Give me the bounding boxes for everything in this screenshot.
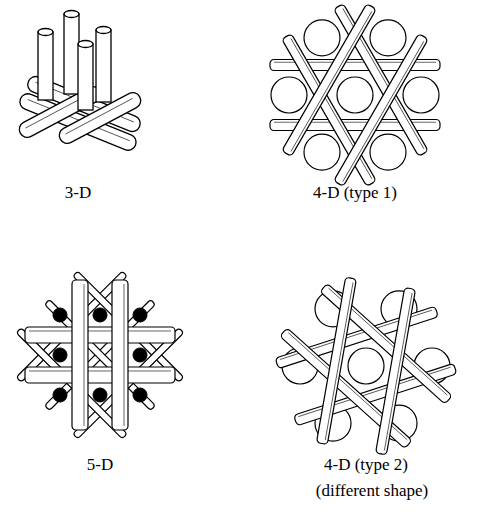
axial-fiber (337, 77, 373, 113)
rod-shade (384, 293, 412, 451)
axial-fiber-dot (133, 388, 147, 402)
axial-fiber (370, 134, 406, 170)
axial-fiber-dot (93, 308, 107, 322)
rod-body (44, 299, 155, 410)
figure-label: 4-D (type 2) (324, 456, 408, 475)
axial-fiber-dot (93, 388, 107, 402)
figure-label: 5-D (87, 456, 113, 475)
five-d-preform (16, 271, 184, 439)
fiber-rod (44, 299, 155, 410)
rod-body (282, 34, 377, 187)
fiber-rod (316, 277, 356, 444)
axial-fiber (348, 348, 384, 384)
rod-shade (124, 284, 125, 426)
axial-fiber-dot (53, 308, 67, 322)
axial-fiber-dot (133, 348, 147, 362)
figure-label: 4-D (type 1) (313, 184, 397, 203)
three-d-preform (17, 11, 144, 153)
rod-body (376, 288, 416, 455)
four-d-preform-type-2 (275, 277, 457, 455)
rod-body (316, 277, 356, 444)
rod-shade (291, 11, 372, 151)
rod-shade (84, 284, 85, 426)
rod-body (72, 280, 88, 430)
axial-fiber (403, 77, 439, 113)
fiber-rod (72, 280, 88, 430)
rod-body (25, 327, 175, 343)
axial-fiber (304, 134, 340, 170)
axial-fiber-dot (53, 388, 67, 402)
rod-body (112, 280, 128, 430)
rod-body (44, 299, 155, 410)
axial-fiber-dot (133, 308, 147, 322)
fiber-rod (25, 367, 175, 383)
fiber-rod (112, 280, 128, 430)
figure-label: (different shape) (316, 482, 429, 501)
fiber-rod (44, 299, 155, 410)
axial-fiber (370, 20, 406, 56)
fiber-rod (282, 34, 377, 187)
rod-body (282, 4, 377, 157)
rod-shade (29, 371, 171, 372)
rod-shade (29, 331, 171, 332)
fiber-rod (25, 327, 175, 343)
axial-fiber (271, 77, 307, 113)
four-d-preform-type-1 (270, 4, 440, 187)
axial-fiber (304, 20, 340, 56)
figure-label: 3-D (65, 184, 91, 203)
fiber-rod (282, 4, 377, 157)
rod-shade (343, 41, 424, 181)
rod-shade (325, 282, 353, 440)
axial-fiber-dot (53, 348, 67, 362)
rod-body (25, 367, 175, 383)
fiber-rod (376, 288, 416, 455)
